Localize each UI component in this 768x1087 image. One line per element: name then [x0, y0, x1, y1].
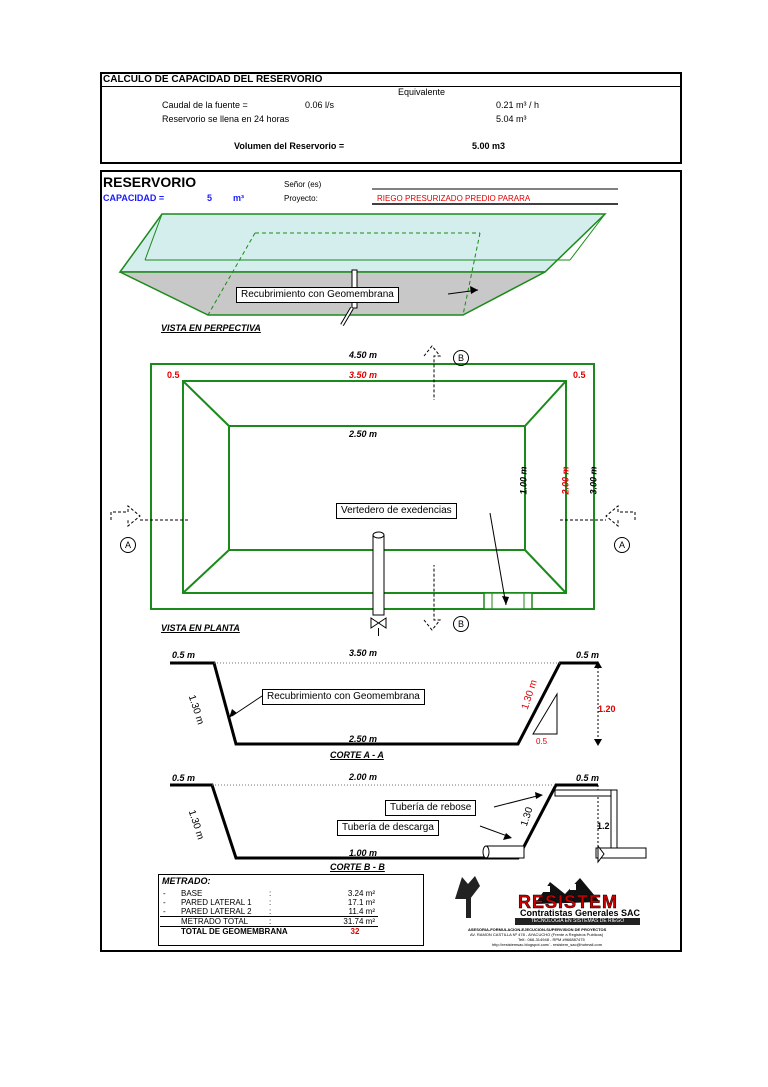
logo-line4: http://resistemsac.blogspot.com/ - resis… — [492, 942, 603, 947]
volumen-label: Volumen del Reservorio = — [234, 141, 345, 151]
logo-line2: AV. RAMON CASTILLA Nº 478 - AYACUCHO (Fr… — [470, 932, 604, 937]
main-box — [100, 170, 682, 952]
metrado-label: PARED LATERAL 1 — [181, 898, 252, 907]
plan-dim-inner-top: 3.50 m — [349, 370, 378, 380]
header-separator — [101, 86, 681, 87]
plan-dim-v1: 1.00 m — [518, 466, 529, 495]
corte-a-height: 1.20 — [598, 704, 616, 714]
corte-a-callout: Recubrimiento con Geomembrana — [262, 689, 425, 705]
section-a-left-marker: A — [120, 537, 136, 553]
corte-a-top: 3.50 m — [349, 648, 378, 658]
capacidad-unit: m³ — [233, 193, 244, 203]
logo-subtitle: Contratistas Generales SAC — [520, 908, 641, 918]
plan-dim-v2: 2.00 m — [560, 466, 571, 495]
metrado-row: - PARED LATERAL 1 : 17.1 m² — [160, 898, 378, 907]
metrado-colon: : — [269, 889, 272, 898]
vertedero-callout: Vertedero de exedencias — [336, 503, 457, 519]
caudal-label: Caudal de la fuente = — [162, 100, 248, 110]
corte-a-left-top: 0.5 m — [172, 650, 196, 660]
logo-name: RESISTEM — [518, 892, 619, 913]
corte-a-caption: CORTE A - A — [330, 750, 384, 760]
metrado-title: METRADO: — [162, 876, 211, 886]
metrado-table: - BASE : 3.24 m² - PARED LATERAL 1 : 17.… — [160, 889, 378, 936]
metrado-label: METRADO TOTAL — [181, 917, 249, 926]
metrado-box — [158, 874, 424, 946]
equivalente-label: Equivalente — [398, 87, 446, 97]
logo-line1: ASESORIA-FORMULACION-EJECUCION-SUPERVISI… — [468, 927, 607, 932]
llena-equiv: 5.04 m³ — [496, 114, 527, 124]
metrado-bullet — [160, 917, 178, 927]
plan-drawing — [110, 345, 636, 636]
metrado-label: BASE — [181, 889, 203, 898]
metrado-bullet: - — [163, 898, 166, 907]
perspectiva-caption: VISTA EN PERPECTIVA — [161, 323, 261, 333]
volumen-value: 5.00 m3 — [472, 141, 506, 151]
plan-dim-left: 0.5 — [167, 370, 180, 380]
capacidad-label: CAPACIDAD = — [103, 193, 165, 203]
logo-band: TECNOLOGIA EN SISTEMAS DE RIEGO — [515, 918, 640, 925]
corte-a-drawing — [170, 661, 602, 746]
metrado-total-value: 32 — [350, 927, 360, 936]
perspective-drawing — [118, 213, 607, 327]
header-title: CALCULO DE CAPACIDAD DEL RESERVORIO — [103, 74, 323, 85]
corte-a-right-top: 0.5 m — [576, 650, 600, 660]
header-box — [100, 72, 682, 164]
metrado-value: 11.4 m² — [348, 907, 375, 916]
senor-label: Señor (es) — [284, 180, 322, 189]
section-b-top-marker: B — [453, 350, 469, 366]
corte-a-base: 2.50 m — [349, 734, 378, 744]
company-logo: RESISTEM Contratistas Generales SAC TECN… — [430, 874, 680, 950]
metrado-value: 31.74 m² — [343, 917, 375, 926]
capacidad-value: 5 — [207, 193, 213, 203]
metrado-total-row: TOTAL DE GEOMEMBRANA 32 — [160, 926, 378, 937]
proyecto-label: Proyecto: — [284, 194, 318, 203]
perspectiva-callout: Recubrimiento con Geomembrana — [236, 287, 399, 303]
metrado-row: - PARED LATERAL 2 : 11.4 m² — [160, 907, 378, 917]
plan-dim-outer-top: 4.50 m — [349, 350, 378, 360]
metrado-value: 17.1 m² — [347, 898, 375, 907]
logo-mark-icon — [455, 876, 600, 918]
corte-b-base: 1.00 m — [349, 848, 378, 858]
corte-a-run: 0.5 — [536, 737, 548, 746]
section-b-bottom-marker: B — [453, 616, 469, 632]
reservorio-title: RESERVORIO — [103, 174, 197, 190]
corte-b-right-top: 0.5 m — [576, 773, 600, 783]
metrado-colon: : — [269, 898, 272, 907]
caudal-value: 0.06 l/s — [305, 100, 335, 110]
proyecto-value: RIEGO PRESURIZADO PREDIO PARARA — [377, 194, 531, 203]
metrado-colon: : — [269, 917, 272, 926]
metrado-total-label: TOTAL DE GEOMEMBRANA — [181, 927, 288, 936]
metrado-bullet: - — [163, 907, 166, 916]
corte-b-drawing — [170, 783, 647, 864]
plan-dim-right: 0.5 — [573, 370, 586, 380]
corte-b-top: 2.00 m — [349, 772, 378, 782]
descarga-callout: Tubería de descarga — [337, 820, 439, 836]
plan-dim-v3: 3.00 m — [588, 466, 599, 495]
logo-line3: Telf.: 066-314948 - RPM #966887475 — [518, 937, 585, 942]
metrado-label: PARED LATERAL 2 — [181, 907, 252, 916]
corte-b-left-top: 0.5 m — [172, 773, 196, 783]
metrado-value: 3.24 m² — [347, 889, 375, 898]
metrado-row: METRADO TOTAL : 31.74 m² — [160, 916, 378, 927]
corte-b-caption: CORTE B - B — [330, 862, 385, 872]
rebose-callout: Tubería de rebose — [385, 800, 477, 816]
corte-b-height: 1.2 — [597, 821, 610, 831]
section-a-right-marker: A — [614, 537, 630, 553]
caudal-equiv: 0.21 m³ / h — [496, 100, 540, 110]
metrado-colon: : — [269, 907, 272, 916]
llena-label: Reservorio se llena en 24 horas — [162, 114, 290, 124]
metrado-bullet: - — [163, 889, 166, 898]
plan-dim-base: 2.50 m — [349, 429, 378, 439]
metrado-row: - BASE : 3.24 m² — [160, 889, 378, 898]
planta-caption: VISTA EN PLANTA — [161, 623, 240, 633]
